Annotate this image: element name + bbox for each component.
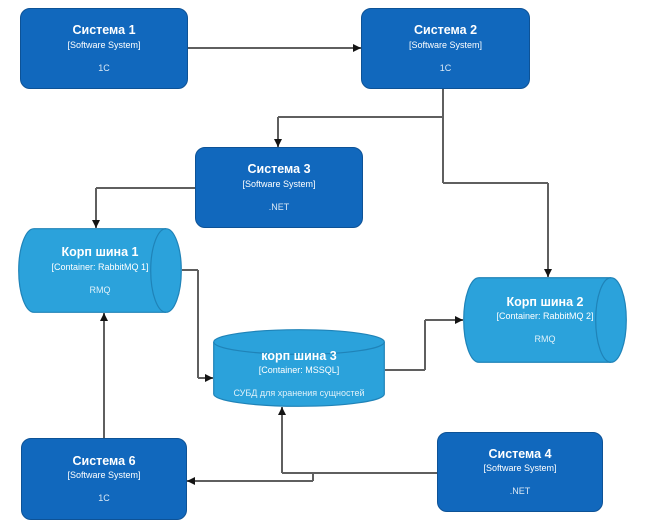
node-technology: 1С bbox=[98, 62, 110, 73]
node-bus-2[interactable]: Корп шина 2 [Container: RabbitMQ 2] RMQ bbox=[463, 277, 627, 363]
node-subtitle: [Software System] bbox=[483, 463, 557, 474]
edge-sys4-sys6 bbox=[312, 473, 314, 481]
arrowhead-bus1-bus3 bbox=[205, 373, 213, 382]
edge-bus1-bus3 bbox=[182, 269, 198, 271]
node-system-3-text: Система 3 [Software System] .NET bbox=[242, 162, 315, 212]
database-cylinder-shape bbox=[213, 329, 385, 407]
edge-sys4-bus3 bbox=[281, 407, 283, 473]
edge-bus3-bus2 bbox=[385, 369, 425, 371]
node-system-1-text: Система 1 [Software System] 1С bbox=[67, 23, 140, 73]
node-technology: 1С bbox=[98, 493, 110, 504]
edge-sys4-sys6 bbox=[313, 472, 437, 474]
edge-sys2-bus2 bbox=[443, 182, 548, 184]
node-title: Корп шина 2 bbox=[506, 294, 584, 309]
node-title: Система 6 bbox=[72, 453, 136, 468]
edge-sys4-sys6 bbox=[187, 480, 313, 482]
edge-sys1-sys2 bbox=[188, 47, 361, 49]
node-subtitle: [Container: RabbitMQ 2] bbox=[496, 311, 594, 322]
node-system-6[interactable]: Система 6 [Software System] 1С bbox=[21, 438, 187, 520]
arrowhead-sys4-bus3 bbox=[277, 407, 286, 415]
node-system-6-text: Система 6 [Software System] 1С bbox=[67, 454, 140, 504]
arrowhead-sys2-sys3 bbox=[273, 139, 282, 147]
node-title: Корп шина 1 bbox=[61, 245, 139, 260]
node-subtitle: [Software System] bbox=[242, 178, 316, 189]
node-bus-1[interactable]: Корп шина 1 [Container: RabbitMQ 1] RMQ bbox=[18, 228, 182, 313]
node-technology: .NET bbox=[509, 486, 531, 497]
arrowhead-sys4-sys6 bbox=[187, 476, 195, 485]
edge-sys2-sys3 bbox=[278, 116, 443, 118]
arrowhead-sys2-bus2 bbox=[543, 269, 552, 277]
node-bus-1-text: Корп шина 1 [Container: RabbitMQ 1] RMQ bbox=[51, 245, 148, 295]
node-subtitle: [Container: MSSQL] bbox=[258, 365, 340, 376]
node-bus-2-text: Корп шина 2 [Container: RabbitMQ 2] RMQ bbox=[496, 295, 593, 345]
node-technology: RMQ bbox=[534, 334, 556, 345]
node-technology: 1С bbox=[439, 62, 452, 73]
node-title: Система 2 bbox=[413, 23, 478, 38]
arrowhead-sys1-sys2 bbox=[353, 43, 361, 52]
node-subtitle: [Software System] bbox=[408, 39, 483, 50]
node-technology: RMQ bbox=[89, 284, 111, 295]
node-bus-3-text: корп шина 3 [Container: MSSQL] СУБД для … bbox=[233, 337, 364, 399]
edge-sys2-bus2 bbox=[547, 183, 549, 277]
node-title: Система 3 bbox=[247, 162, 311, 177]
node-system-1[interactable]: Система 1 [Software System] 1С bbox=[20, 8, 188, 89]
node-subtitle: [Container: RabbitMQ 1] bbox=[51, 261, 149, 272]
node-technology: СУБД для хранения сущностей bbox=[233, 388, 365, 399]
node-system-2-text: Система 2 [Software System] 1С bbox=[409, 23, 482, 73]
edge-sys3-bus1 bbox=[95, 188, 97, 228]
node-title: Система 4 bbox=[488, 446, 552, 461]
edge-sys6-bus1 bbox=[103, 313, 105, 438]
edge-bus1-bus3 bbox=[197, 270, 199, 378]
edge-sys2-bus2 bbox=[442, 89, 444, 183]
edge-sys2-sys3 bbox=[277, 117, 279, 147]
node-system-4-text: Система 4 [Software System] .NET bbox=[483, 447, 556, 497]
node-system-4[interactable]: Система 4 [Software System] .NET bbox=[437, 432, 603, 512]
node-system-3[interactable]: Система 3 [Software System] .NET bbox=[195, 147, 363, 228]
node-subtitle: [Software System] bbox=[67, 470, 141, 481]
edge-sys3-bus1 bbox=[96, 187, 195, 189]
edge-bus3-bus2 bbox=[424, 320, 426, 370]
edge-bus3-bus2 bbox=[425, 319, 463, 321]
arrowhead-bus3-bus2 bbox=[455, 315, 463, 324]
arrowhead-sys3-bus1 bbox=[91, 220, 100, 228]
horizontal-cylinder-shape bbox=[18, 228, 182, 313]
arrowhead-sys6-bus1 bbox=[99, 313, 108, 321]
node-title: Система 1 bbox=[72, 23, 136, 38]
horizontal-cylinder-shape bbox=[463, 277, 627, 363]
node-title: корп шина 3 bbox=[261, 348, 337, 363]
node-system-2[interactable]: Система 2 [Software System] 1С bbox=[361, 8, 530, 89]
node-technology: .NET bbox=[268, 201, 290, 212]
node-subtitle: [Software System] bbox=[67, 39, 141, 50]
node-bus-3[interactable]: корп шина 3 [Container: MSSQL] СУБД для … bbox=[213, 329, 385, 407]
